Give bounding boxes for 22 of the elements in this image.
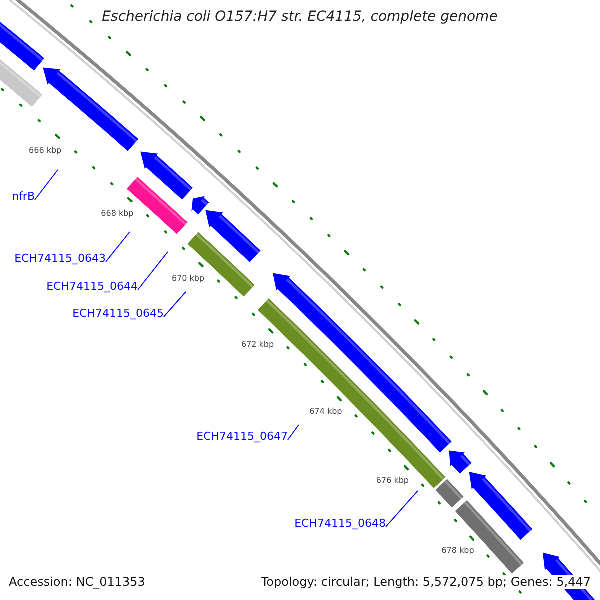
leader-line (34, 170, 58, 200)
leader-line (138, 252, 168, 290)
accession-text: Accession: NC_011353 (9, 575, 146, 589)
gene-label: ECH74115_0644 (46, 280, 138, 293)
position-label: 676 kbp (376, 476, 409, 486)
position-label: 670 kbp (172, 274, 205, 284)
gene-label: ECH74115_0645 (72, 307, 164, 320)
position-label: 668 kbp (101, 209, 134, 220)
gene-label: nfrB (12, 190, 35, 203)
leader-line (288, 424, 300, 440)
title: Escherichia coli O157:H7 str. EC4115, complete genome (102, 9, 498, 25)
gene-label: ECH74115_0647 (196, 430, 288, 443)
leader-line (386, 490, 418, 528)
position-label: 666 kbp (29, 146, 62, 156)
position-label: 674 kbp (310, 407, 342, 418)
leader-line (106, 232, 130, 262)
gene-label: ECH74115_0643 (14, 252, 106, 265)
gene-label: ECH74115_0648 (294, 517, 386, 530)
position-label: 678 kbp (442, 546, 474, 556)
leader-line (164, 292, 186, 318)
genome-summary-text: Topology: circular; Length: 5,572,075 bp; Genes: 5,447 (261, 575, 591, 589)
position-label: 672 kbp (241, 340, 274, 350)
